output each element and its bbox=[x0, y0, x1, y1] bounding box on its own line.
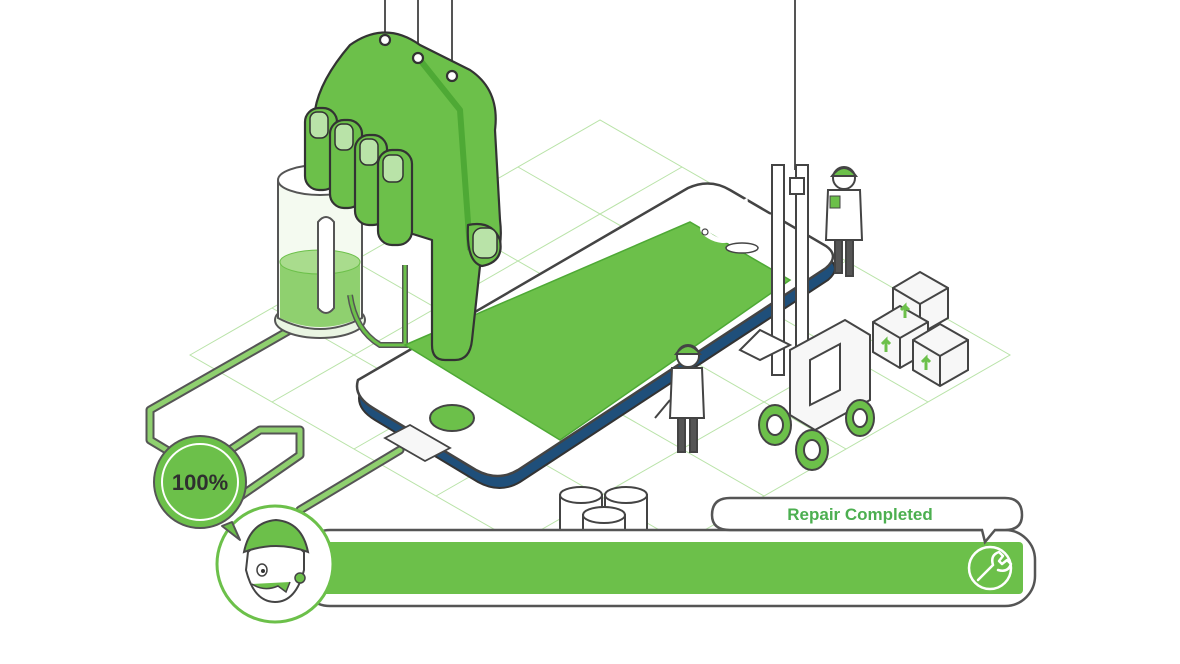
speaker-slot bbox=[725, 242, 759, 254]
worker-standing bbox=[824, 166, 864, 277]
worker-repairing bbox=[654, 344, 706, 453]
wrench-icon bbox=[967, 545, 1013, 591]
cardboard-boxes bbox=[872, 270, 969, 388]
phone-screen bbox=[403, 221, 792, 441]
charging-connector bbox=[383, 423, 452, 463]
smartphone: OK:) bbox=[355, 176, 836, 489]
percent-bubble: 100% bbox=[153, 435, 247, 541]
green-hand bbox=[303, 31, 502, 362]
forklift bbox=[738, 164, 875, 471]
progress-fill bbox=[312, 542, 1023, 594]
status-bubble: Repair Completed bbox=[710, 496, 1024, 545]
home-button bbox=[429, 404, 475, 432]
percent-text: 100% bbox=[172, 470, 228, 495]
progress-bar bbox=[298, 528, 1037, 608]
front-camera bbox=[701, 228, 709, 236]
status-text: Repair Completed bbox=[787, 505, 932, 524]
technician-avatar bbox=[215, 504, 335, 624]
